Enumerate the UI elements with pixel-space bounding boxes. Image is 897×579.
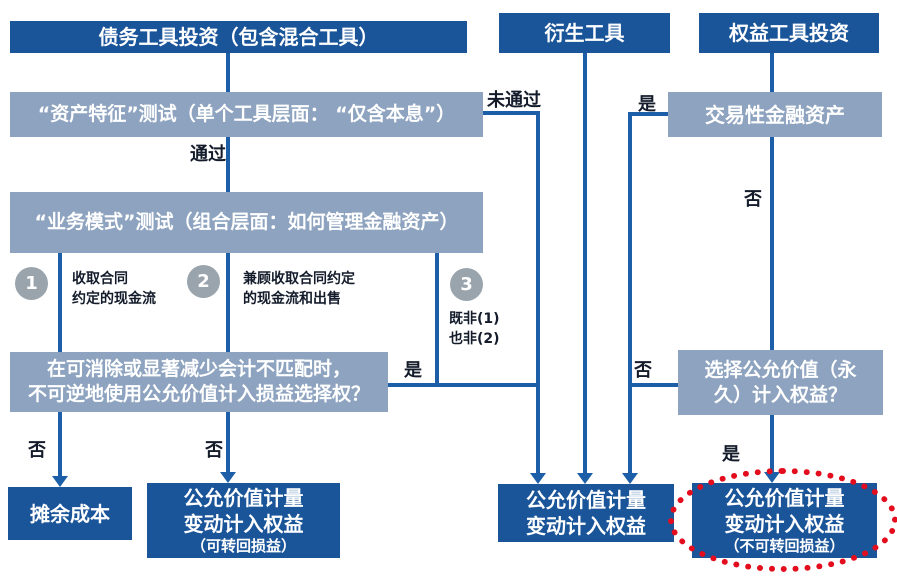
trading-assets-test-box: 交易性金融资产 bbox=[668, 92, 882, 137]
connector-choice-yes-vertical bbox=[770, 415, 774, 475]
branch-2-circle: 2 bbox=[187, 265, 220, 298]
arrow-fail-into-fv-equity bbox=[530, 473, 546, 484]
connector-sppi-to-business bbox=[226, 137, 230, 192]
sppi-test-box: “资产特征”测试（单个工具层面： “仅含本息”） bbox=[10, 92, 483, 137]
derivative-header-box: 衍生工具 bbox=[499, 13, 670, 53]
connector-trading-yes-horizontal bbox=[628, 112, 672, 116]
connector-trading-yes-vertical bbox=[628, 112, 632, 475]
debt-header-box: 债务工具投资（包含混合工具） bbox=[10, 21, 467, 53]
arrow-into-fv-equity-recyclable bbox=[220, 472, 236, 483]
branch-1-caption-line1: 收取合同 bbox=[72, 271, 128, 287]
fv-option-yes-label: 是 bbox=[404, 360, 422, 381]
fv-option-no2-label: 否 bbox=[205, 440, 223, 461]
equity-header-label: 权益工具投资 bbox=[729, 21, 849, 45]
branch-3-number: 3 bbox=[460, 274, 473, 295]
connector-fail-vertical bbox=[536, 111, 540, 475]
fv-option-test-line2: 不可逆地使用公允价值计入损益选择权？ bbox=[27, 383, 370, 405]
branch-3-caption: 既非(1) 也非(2) bbox=[449, 310, 500, 349]
branch-3-caption-line2: 也非(2) bbox=[449, 330, 500, 347]
branch-1-number: 1 bbox=[25, 273, 38, 294]
equity-header-box: 权益工具投资 bbox=[699, 13, 879, 53]
connector-fail-horizontal bbox=[483, 111, 540, 115]
connector-branch1-vertical bbox=[58, 253, 62, 352]
fv-option-test-line1: 在可消除或显著减少会计不匹配时， bbox=[46, 358, 351, 381]
branch-1-circle: 1 bbox=[15, 267, 48, 300]
sppi-test-label: “资产特征”测试（单个工具层面： “仅含本息”） bbox=[37, 103, 456, 126]
connector-fvoption-yes-horizontal bbox=[388, 383, 540, 387]
fv-equity-recyclable-line3: （可转回损益） bbox=[190, 536, 296, 555]
business-model-test-box: “业务模式”测试（组合层面：如何管理金融资产） bbox=[10, 192, 483, 253]
branch-3-circle: 3 bbox=[450, 268, 483, 301]
trading-assets-test-label: 交易性金融资产 bbox=[705, 102, 845, 127]
branch-3-caption-line1: 既非(1) bbox=[449, 311, 500, 327]
connector-branch3-vertical bbox=[435, 253, 439, 385]
trading-yes-label: 是 bbox=[638, 94, 656, 115]
fv-option-test-box: 在可消除或显著减少会计不匹配时， 不可逆地使用公允价值计入损益选择权？ bbox=[10, 352, 388, 412]
arrow-into-amortized-cost bbox=[52, 476, 68, 487]
branch-1-caption-line2: 约定的现金流 bbox=[72, 290, 156, 307]
choice-no-label: 否 bbox=[634, 360, 652, 381]
connector-no2-vertical bbox=[226, 412, 230, 472]
trading-no-label: 否 bbox=[744, 189, 762, 210]
branch-1-caption: 收取合同 约定的现金流 bbox=[72, 270, 156, 309]
derivative-header-label: 衍生工具 bbox=[544, 21, 625, 45]
pass-label: 通过 bbox=[190, 144, 226, 165]
fv-equity-line1: 公允价值计量 bbox=[526, 488, 646, 512]
connector-equity-to-trading bbox=[770, 53, 774, 92]
branch-2-number: 2 bbox=[197, 271, 210, 292]
equity-fv-choice-box: 选择公允价值（永 久）计入权益？ bbox=[678, 350, 883, 415]
connector-trading-no-vertical bbox=[770, 137, 774, 350]
fv-equity-recyclable-result-box: 公允价值计量 变动计入权益 （可转回损益） bbox=[147, 483, 340, 558]
fail-label: 未通过 bbox=[487, 90, 541, 111]
debt-header-label: 债务工具投资（包含混合工具） bbox=[98, 25, 379, 49]
fv-equity-recyclable-line1: 公允价值计量 bbox=[183, 485, 304, 510]
branch-2-caption: 兼顾收取合同约定 的现金流和出售 bbox=[243, 270, 355, 309]
fv-option-no1-label: 否 bbox=[28, 440, 46, 461]
connector-debt-to-sppi bbox=[226, 53, 230, 92]
connector-branch2-vertical bbox=[226, 253, 230, 352]
amortized-cost-label: 摊余成本 bbox=[30, 501, 110, 526]
business-model-test-label: “业务模式”测试（组合层面：如何管理金融资产） bbox=[34, 211, 459, 234]
equity-fv-choice-line2: 久）计入权益？ bbox=[713, 383, 847, 406]
highlight-ellipse bbox=[668, 468, 897, 572]
branch-2-caption-line2: 的现金流和出售 bbox=[243, 290, 341, 307]
fv-equity-line2: 变动计入权益 bbox=[526, 514, 646, 538]
amortized-cost-result-box: 摊余成本 bbox=[8, 487, 132, 540]
arrow-derivative-into-fv-equity bbox=[577, 473, 593, 484]
equity-fv-choice-line1: 选择公允价值（永 bbox=[704, 358, 857, 381]
choice-yes-label: 是 bbox=[722, 444, 740, 465]
branch-2-caption-line1: 兼顾收取合同约定 bbox=[243, 271, 355, 287]
connector-no1-vertical bbox=[58, 412, 62, 476]
connector-choice-no-horizontal bbox=[630, 383, 678, 387]
arrow-trading-into-fv-equity bbox=[622, 473, 638, 484]
connector-derivative-vertical bbox=[583, 53, 587, 475]
fv-equity-result-box: 公允价值计量 变动计入权益 bbox=[498, 484, 674, 542]
fv-equity-recyclable-line2: 变动计入权益 bbox=[183, 511, 304, 536]
